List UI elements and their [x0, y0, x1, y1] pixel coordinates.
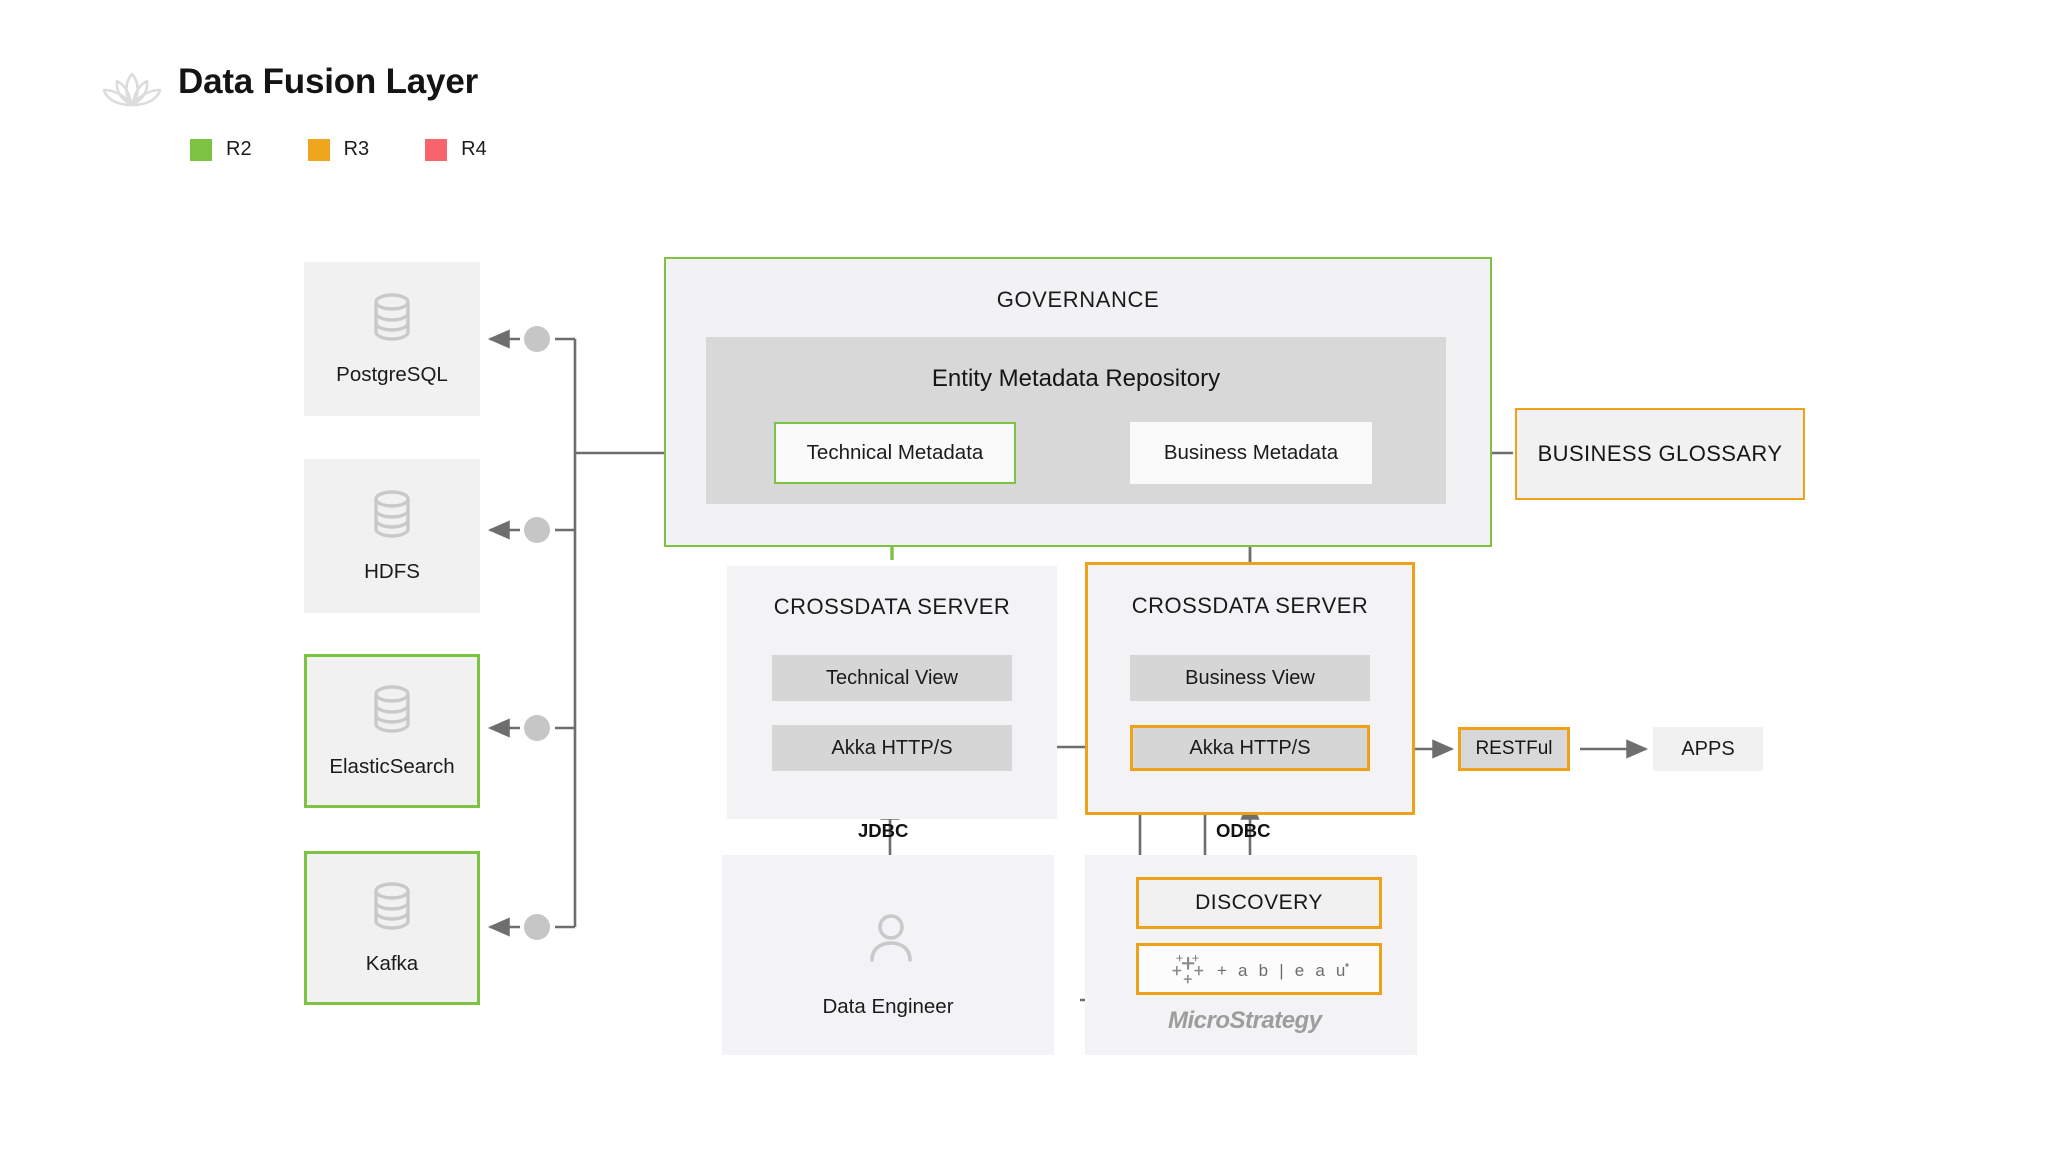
- tableau-icon: + a b | e a u: [1172, 955, 1349, 984]
- source-label: Kafka: [365, 952, 419, 975]
- repository-title: Entity Metadata Repository: [931, 365, 1221, 392]
- microstrategy-logo: MicroStrategy: [1168, 1007, 1322, 1034]
- akka-http-left-label: Akka HTTP/S: [831, 736, 953, 759]
- business-glossary-label: BUSINESS GLOSSARY: [1537, 441, 1783, 466]
- legend-label-r4: R4: [461, 138, 487, 160]
- technical-metadata-label: Technical Metadata: [806, 441, 984, 464]
- bus-connector-dots: [524, 326, 550, 940]
- legend-swatch-r4: [425, 138, 448, 161]
- technical-view-label: Technical View: [826, 666, 958, 689]
- protocol-label-odbc: ODBC: [1216, 820, 1271, 841]
- protocol-label-jdbc: JDBC: [858, 820, 909, 841]
- source-hdfs[interactable]: HDFS: [304, 459, 480, 613]
- legend-item-r3: R3: [307, 138, 370, 161]
- legend-item-r2: R2: [190, 138, 252, 161]
- source-elasticsearch[interactable]: ElasticSearch: [304, 654, 480, 808]
- svg-text:+ a b | e a u: + a b | e a u: [1217, 961, 1349, 980]
- source-postgresql[interactable]: PostgreSQL: [304, 262, 480, 416]
- legend: R2 R3 R4: [190, 138, 487, 161]
- restful-box[interactable]: RESTFul: [1458, 727, 1570, 771]
- page-title: Data Fusion Layer: [178, 62, 479, 101]
- legend-label-r2: R2: [226, 138, 252, 160]
- apps-label: APPS: [1681, 737, 1735, 760]
- server-title: CROSSDATA SERVER: [773, 594, 1011, 619]
- legend-swatch-r2: [190, 138, 212, 161]
- business-glossary-box[interactable]: BUSINESS GLOSSARY: [1515, 408, 1805, 500]
- legend-label-r3: R3: [343, 138, 370, 160]
- governance-title: GOVERNANCE: [996, 287, 1160, 312]
- apps-box[interactable]: APPS: [1653, 727, 1763, 771]
- database-icon: [374, 293, 410, 341]
- user-icon: [870, 914, 912, 962]
- source-kafka[interactable]: Kafka: [304, 851, 480, 1005]
- business-view-label: Business View: [1185, 666, 1315, 689]
- business-metadata-box[interactable]: Business Metadata: [1130, 422, 1372, 484]
- discovery-label: DISCOVERY: [1195, 891, 1323, 914]
- business-view-box[interactable]: Business View: [1130, 655, 1370, 701]
- source-label: ElasticSearch: [329, 755, 455, 778]
- data-engineer-label: Data Engineer: [822, 995, 954, 1018]
- database-icon: [374, 685, 410, 733]
- technical-view-box[interactable]: Technical View: [772, 655, 1012, 701]
- legend-item-r4: R4: [425, 138, 487, 161]
- data-engineer-panel: [722, 855, 1054, 1055]
- legend-swatch-r3: [307, 138, 330, 161]
- lotus-icon: [102, 72, 162, 107]
- technical-metadata-box[interactable]: Technical Metadata: [774, 422, 1016, 484]
- akka-http-right-box[interactable]: Akka HTTP/S: [1130, 725, 1370, 771]
- database-icon: [374, 882, 410, 930]
- tableau-box[interactable]: + a b | e a u: [1136, 943, 1382, 995]
- business-metadata-label: Business Metadata: [1163, 441, 1339, 464]
- discovery-box[interactable]: DISCOVERY: [1136, 877, 1382, 929]
- source-label: HDFS: [364, 560, 420, 583]
- akka-http-right-label: Akka HTTP/S: [1189, 736, 1311, 759]
- akka-http-left-box[interactable]: Akka HTTP/S: [772, 725, 1012, 771]
- source-label: PostgreSQL: [336, 363, 448, 386]
- restful-label: RESTFul: [1475, 738, 1553, 759]
- database-icon: [374, 490, 410, 538]
- server-title: CROSSDATA SERVER: [1131, 593, 1369, 618]
